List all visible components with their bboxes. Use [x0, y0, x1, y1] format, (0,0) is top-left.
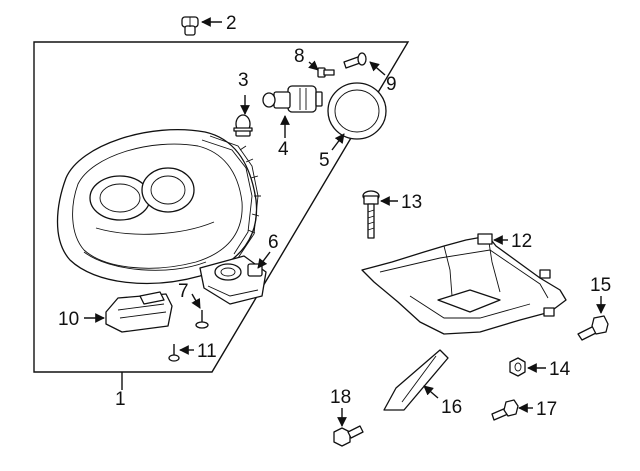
callout-4: 4 — [278, 139, 289, 160]
callout-15: 15 — [590, 275, 611, 296]
callout-9: 9 — [386, 74, 397, 95]
callout-1: 1 — [115, 389, 126, 410]
headlamp-housing — [56, 128, 261, 285]
screw-8 — [317, 67, 335, 78]
mounting-bracket — [361, 233, 567, 335]
callout-7: 7 — [178, 281, 189, 302]
callout-8: 8 — [294, 46, 305, 67]
bolt-15 — [577, 315, 609, 341]
callout-5: 5 — [319, 150, 330, 171]
callout-labels: 1 2 3 4 5 6 7 8 9 10 11 12 13 14 15 16 1… — [58, 13, 611, 420]
callout-lines — [84, 17, 606, 427]
nut-14 — [509, 357, 526, 377]
ballast-module — [105, 291, 173, 333]
bolt-7 — [195, 310, 209, 329]
bolt-18 — [333, 425, 364, 447]
screw-9 — [343, 52, 367, 69]
trim-strip — [383, 349, 449, 411]
callout-12: 12 — [511, 231, 532, 252]
bolt-13 — [362, 190, 380, 239]
assembly-outline — [33, 41, 410, 373]
callout-6: 6 — [268, 232, 279, 253]
control-module — [199, 255, 267, 305]
callout-13: 13 — [401, 192, 422, 213]
callout-14: 14 — [549, 359, 571, 380]
callout-11: 11 — [197, 341, 217, 362]
bolt-17 — [491, 399, 519, 421]
cap-nut — [181, 16, 199, 36]
bulb — [233, 114, 253, 137]
bulb-socket — [262, 85, 323, 113]
stud-11 — [168, 344, 180, 362]
seal-ring — [327, 82, 387, 140]
callout-16: 16 — [441, 397, 462, 418]
callout-18: 18 — [330, 387, 351, 408]
callout-17: 17 — [536, 399, 557, 420]
callout-3: 3 — [238, 70, 249, 91]
callout-2: 2 — [226, 13, 237, 34]
callout-10: 10 — [58, 309, 79, 330]
